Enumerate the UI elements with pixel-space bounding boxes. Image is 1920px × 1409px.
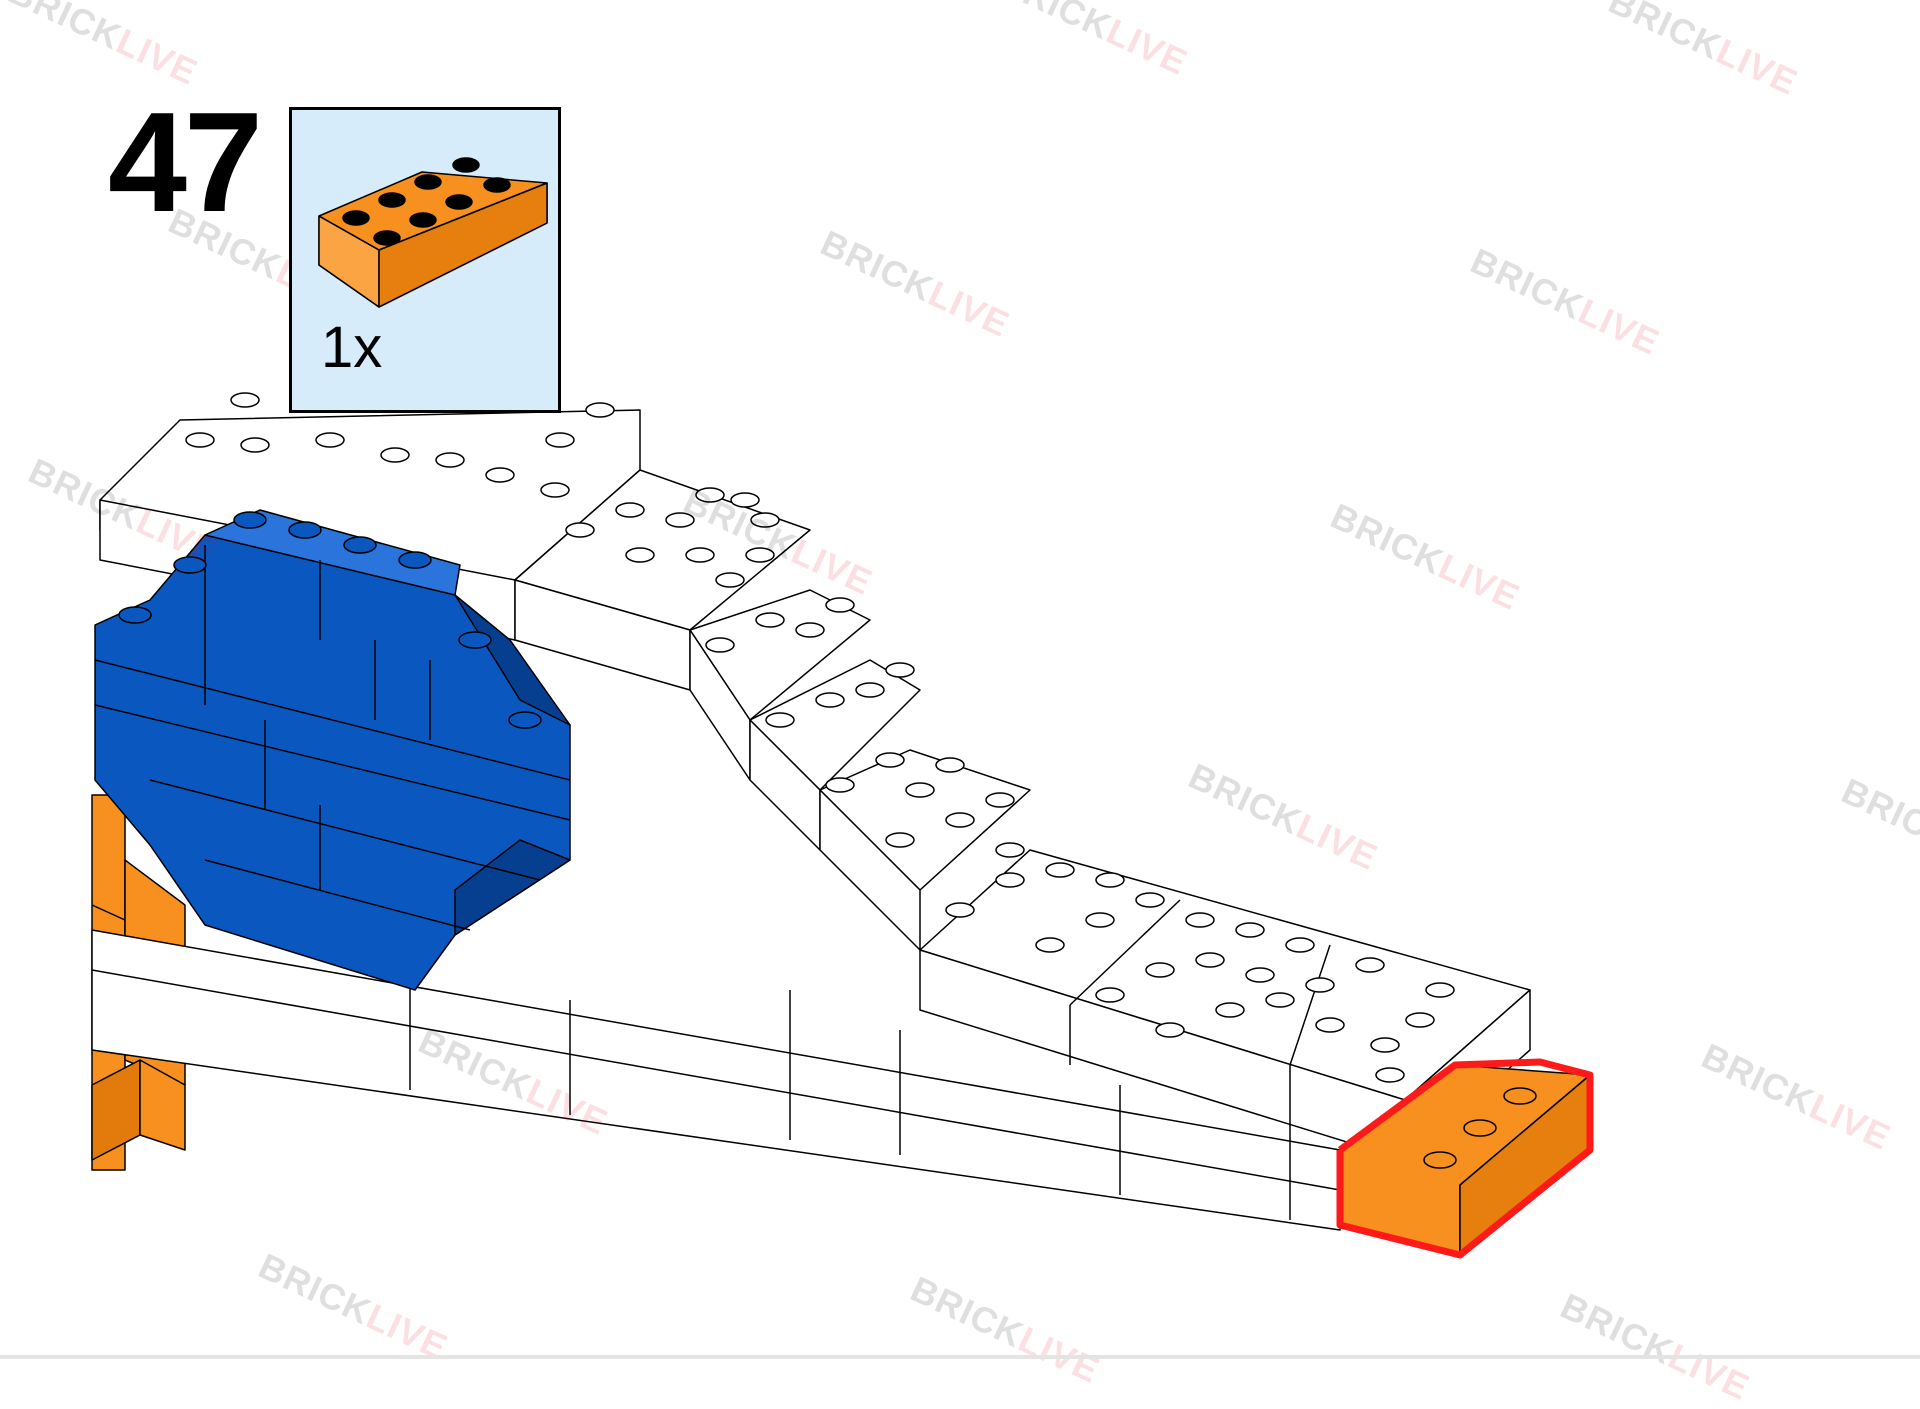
- model-assembly: [91, 392, 1594, 1259]
- part-quantity: 1x: [321, 315, 383, 380]
- parts-callout: 1x: [289, 107, 561, 413]
- highlight-outline: [1336, 1058, 1594, 1259]
- highlighted-new-brick: [1336, 1058, 1594, 1259]
- page-bottom-divider: [0, 1355, 1920, 1359]
- build-scene: [91, 392, 1594, 1259]
- step-number: 47: [108, 83, 263, 242]
- white-bricks-bottom-row: [91, 929, 1341, 1231]
- blue-bricks: [94, 509, 571, 991]
- brick-2x4-orange-icon: [318, 157, 548, 308]
- white-studs: [185, 392, 1455, 1083]
